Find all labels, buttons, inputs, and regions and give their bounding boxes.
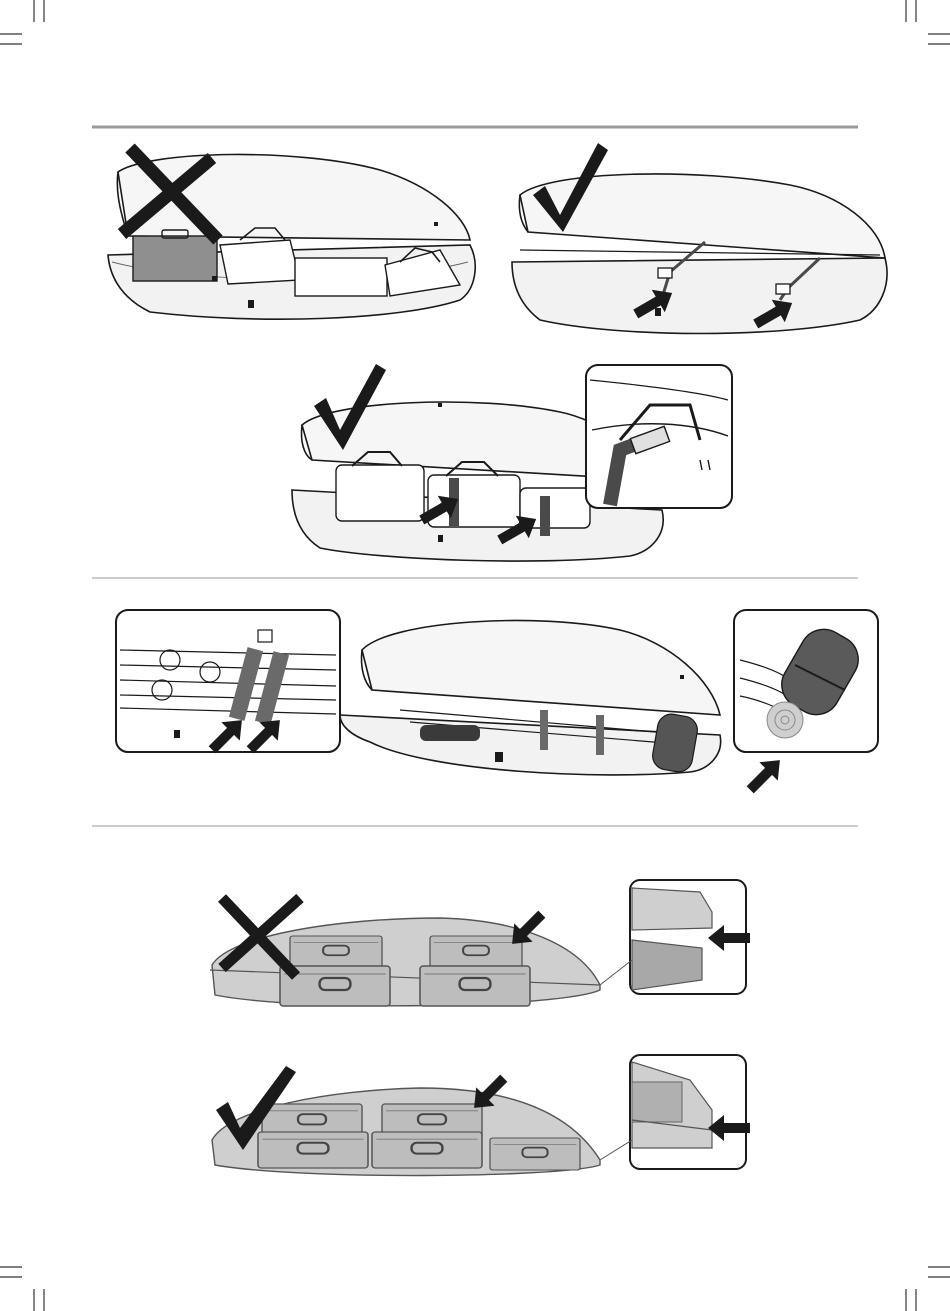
briefcase: [133, 236, 217, 281]
box-with-skis: [340, 620, 721, 774]
box-with-straps: [512, 174, 887, 334]
sleeping-bag-detail-right: [734, 610, 878, 752]
duffel-bag: [336, 465, 424, 521]
arrow-icon: [741, 751, 789, 799]
box-parcel: [295, 258, 387, 296]
strap-buckle-detail: [586, 365, 732, 508]
lid-sealed-detail: [600, 1055, 746, 1169]
